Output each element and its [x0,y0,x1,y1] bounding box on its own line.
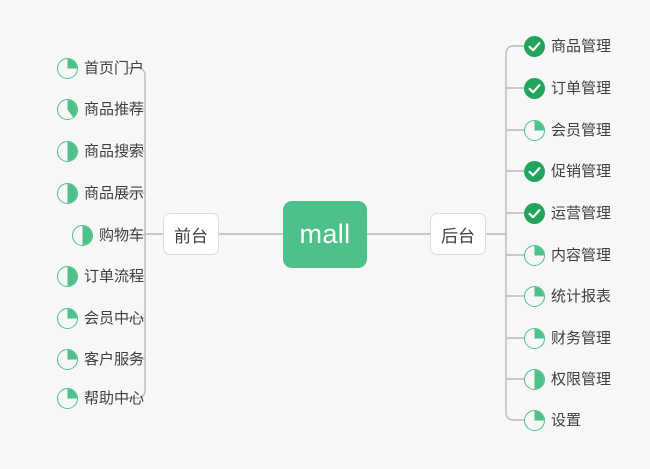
leaf-label: 商品展示 [83,184,144,202]
check-circle-icon [524,202,545,224]
leaf-label: 帮助中心 [83,389,144,407]
pie-progress-icon [524,244,545,266]
frontend-item-4[interactable]: 商品展示 [56,180,144,206]
leaf-label: 财务管理 [551,329,612,347]
backend-item-10[interactable]: 设置 [524,407,581,433]
leaf-label: 订单流程 [83,267,144,285]
leaf-label: 促销管理 [551,162,612,180]
frontend-item-9[interactable]: 帮助中心 [56,385,144,411]
pie-progress-icon [56,182,78,204]
leaf-label: 商品管理 [551,37,612,55]
pie-progress-icon [56,140,78,162]
branch-node-backend[interactable]: 后台 [430,213,486,255]
pie-progress-icon [56,98,78,120]
leaf-label: 订单管理 [551,79,612,97]
pie-progress-icon [524,119,545,141]
backend-item-4[interactable]: 促销管理 [524,158,611,184]
backend-item-5[interactable]: 运营管理 [524,200,611,226]
leaf-label: 会员管理 [551,121,612,139]
pie-progress-icon [56,307,78,329]
backend-item-1[interactable]: 商品管理 [524,33,611,59]
backend-item-9[interactable]: 权限管理 [524,366,611,392]
frontend-item-6[interactable]: 订单流程 [56,263,144,289]
pie-progress-icon [56,387,78,409]
backend-item-6[interactable]: 内容管理 [524,242,611,268]
backend-item-8[interactable]: 财务管理 [524,325,611,351]
leaf-label: 首页门户 [83,59,144,77]
leaf-label: 客户服务 [83,350,144,368]
frontend-item-7[interactable]: 会员中心 [56,305,144,331]
leaf-label: 统计报表 [551,287,612,305]
branch-node-frontend[interactable]: 前台 [163,213,219,255]
frontend-item-8[interactable]: 客户服务 [56,346,144,372]
check-circle-icon [524,160,545,182]
check-circle-icon [524,35,545,57]
frontend-item-2[interactable]: 商品推荐 [56,96,144,122]
frontend-item-3[interactable]: 商品搜索 [56,138,144,164]
pie-progress-icon [524,285,545,307]
pie-progress-icon [524,368,545,390]
leaf-label: 设置 [551,411,582,429]
leaf-label: 商品推荐 [83,100,144,118]
pie-progress-icon [56,265,78,287]
leaf-label: 商品搜索 [83,142,144,160]
backend-item-2[interactable]: 订单管理 [524,75,611,101]
leaf-label: 内容管理 [551,246,612,264]
pie-progress-icon [524,409,545,431]
leaf-label: 运营管理 [551,204,612,222]
frontend-item-5[interactable]: 购物车 [71,222,144,248]
pie-progress-icon [56,348,78,370]
backend-item-7[interactable]: 统计报表 [524,283,611,309]
backend-item-3[interactable]: 会员管理 [524,117,611,143]
leaf-label: 购物车 [98,226,144,244]
pie-progress-icon [524,327,545,349]
leaf-label: 会员中心 [83,309,144,327]
root-node-mall[interactable]: mall [283,201,367,268]
pie-progress-icon [56,57,78,79]
pie-progress-icon [71,224,93,246]
check-circle-icon [524,77,545,99]
leaf-label: 权限管理 [551,370,612,388]
frontend-item-1[interactable]: 首页门户 [56,55,144,81]
